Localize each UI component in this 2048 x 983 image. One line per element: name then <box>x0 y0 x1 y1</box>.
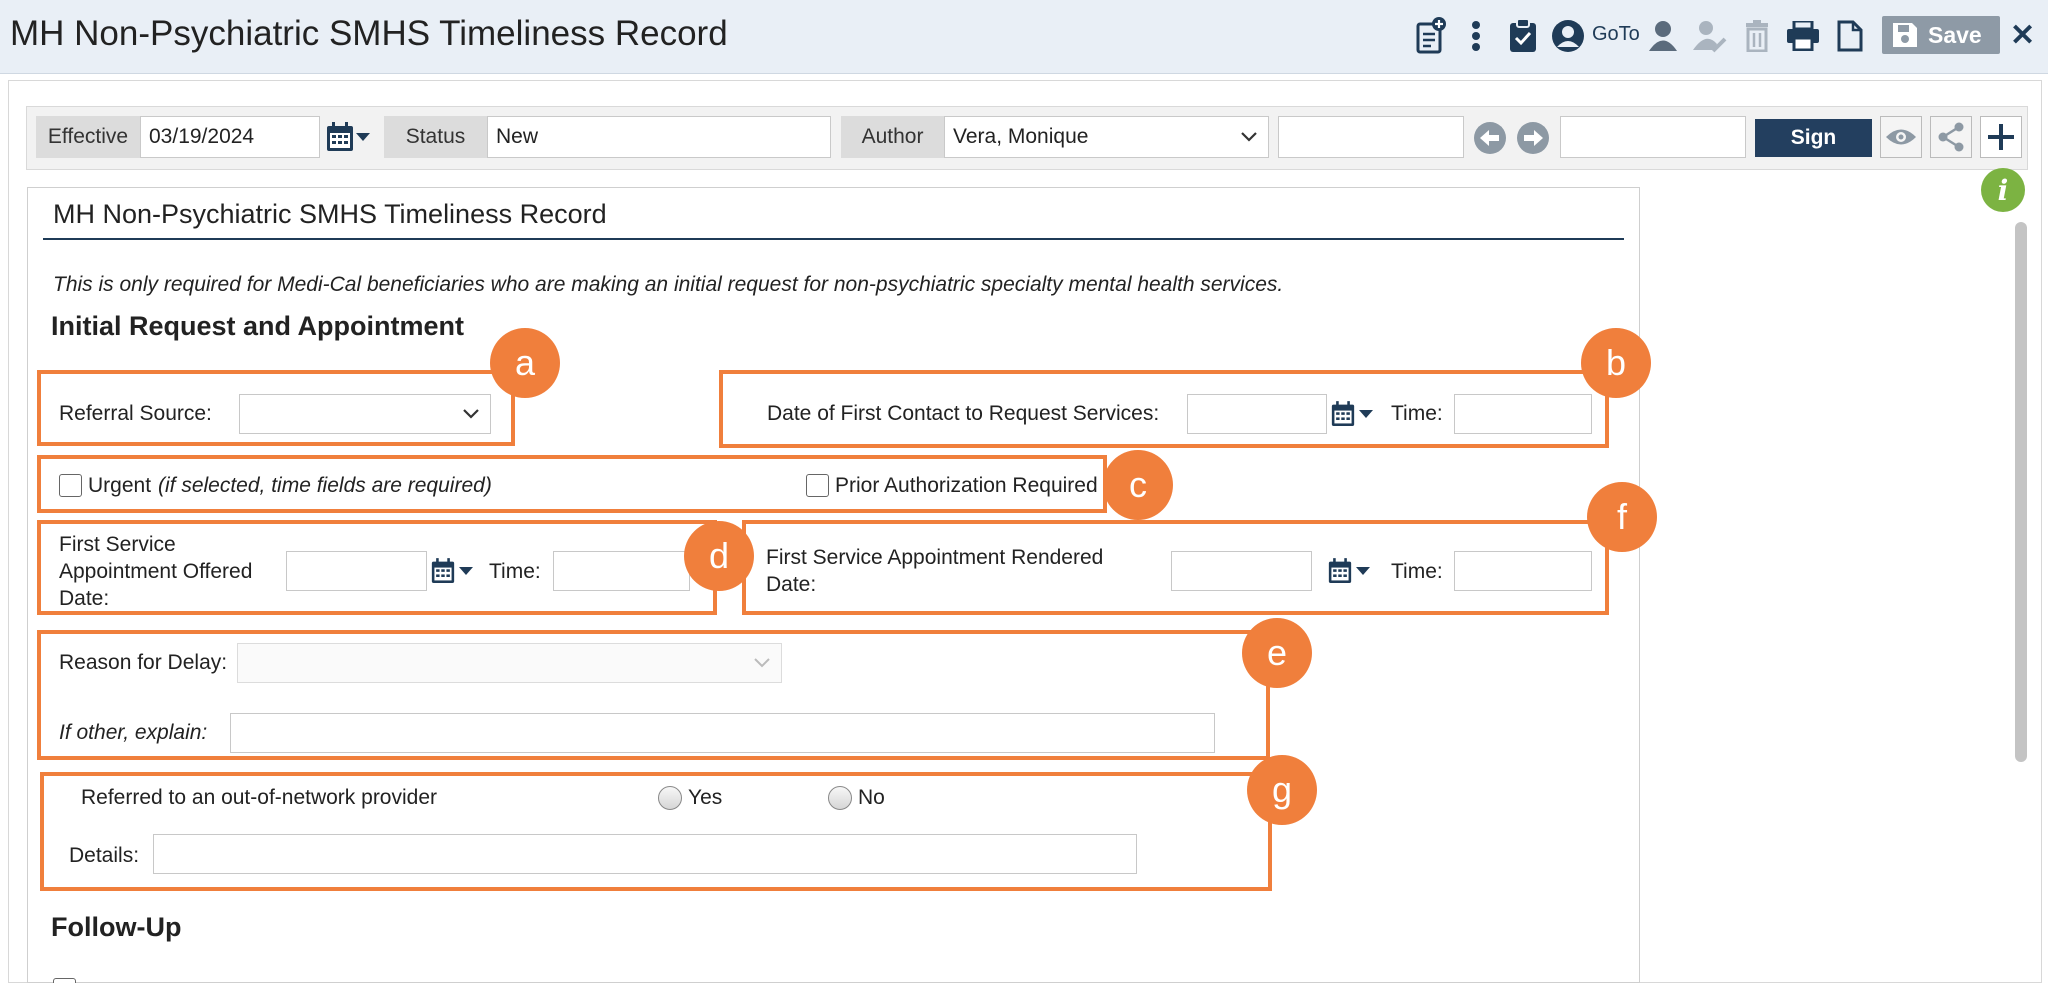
offered-calendar-dropdown[interactable] <box>431 557 479 585</box>
calendar-icon <box>431 558 455 583</box>
annotation-marker-c: c <box>1103 450 1173 520</box>
toolbar-blank-field-1[interactable] <box>1278 116 1464 158</box>
first-contact-time-input[interactable] <box>1454 394 1592 434</box>
form-title: MH Non-Psychiatric SMHS Timeliness Recor… <box>53 199 607 229</box>
annotation-marker-e: e <box>1242 618 1312 688</box>
rendered-time-label: Time: <box>1391 560 1443 583</box>
urgent-note: (if selected, time fields are required) <box>158 474 492 497</box>
out-of-network-yes-label: Yes <box>688 786 723 809</box>
details-label: Details: <box>69 844 140 867</box>
out-of-network-no-label: No <box>858 786 885 809</box>
intro-text: This is only required for Medi-Cal benef… <box>53 273 1284 296</box>
title-bar <box>0 0 2048 74</box>
rendered-time-input[interactable] <box>1454 551 1592 591</box>
urgent-label: Urgent <box>88 474 152 497</box>
annotation-marker-g: g <box>1247 755 1317 825</box>
offered-date-input[interactable] <box>286 551 427 591</box>
annotation-box-a <box>37 370 515 446</box>
person-icon[interactable] <box>1645 14 1681 58</box>
referral-source-select[interactable] <box>239 394 491 434</box>
calendar-icon <box>1331 401 1355 426</box>
effective-label: Effective <box>36 116 140 158</box>
trash-icon <box>1739 14 1775 58</box>
calendar-icon <box>327 122 353 151</box>
effective-date-input[interactable]: 03/19/2024 <box>140 116 320 158</box>
annotation-marker-a: a <box>490 328 560 398</box>
status-label: Status <box>384 116 487 158</box>
first-contact-time-label: Time: <box>1391 402 1443 425</box>
if-other-input[interactable] <box>230 713 1215 753</box>
offered-date-label: First Service Appointment Offered Date: <box>59 533 253 610</box>
first-contact-calendar-dropdown[interactable] <box>1331 400 1379 428</box>
chevron-down-icon <box>459 567 473 575</box>
rendered-calendar-dropdown[interactable] <box>1328 557 1376 585</box>
details-input[interactable] <box>153 834 1137 874</box>
goto-label[interactable]: GoTo <box>1592 23 1640 45</box>
save-label: Save <box>1928 21 1982 48</box>
arrow-left-icon[interactable] <box>1474 122 1506 154</box>
annotation-marker-d: d <box>684 521 754 591</box>
toolbar-blank-field-2[interactable] <box>1560 116 1746 158</box>
arrow-right-icon[interactable] <box>1517 122 1549 154</box>
reason-delay-select[interactable] <box>237 643 782 683</box>
first-contact-date-input[interactable] <box>1187 394 1327 434</box>
share-icon[interactable] <box>1930 116 1972 158</box>
kebab-menu-icon[interactable] <box>1458 14 1494 58</box>
referral-source-label: Referral Source: <box>59 402 212 425</box>
if-other-label: If other, explain: <box>59 721 208 744</box>
annotation-box-d <box>37 520 717 615</box>
author-label: Author <box>841 116 944 158</box>
prior-authorization-label: Prior Authorization Required <box>835 474 1098 497</box>
annotation-box-g <box>40 772 1272 891</box>
annotation-box-c <box>37 455 1107 513</box>
reason-delay-label: Reason for Delay: <box>59 651 228 674</box>
user-circle-icon[interactable] <box>1550 14 1586 58</box>
clipboard-check-icon[interactable] <box>1505 14 1541 58</box>
print-icon[interactable] <box>1785 14 1821 58</box>
status-field: New <box>487 116 831 158</box>
first-contact-label: Date of First Contact to Request Service… <box>767 402 1160 425</box>
save-disk-icon <box>1893 23 1917 47</box>
offered-time-input[interactable] <box>553 551 690 591</box>
plus-icon[interactable] <box>1980 116 2022 158</box>
annotation-box-e <box>37 630 1270 760</box>
window-title: MH Non-Psychiatric SMHS Timeliness Recor… <box>10 14 728 53</box>
calendar-icon <box>1328 558 1352 583</box>
annotation-box-f <box>742 520 1609 615</box>
person-edit-icon <box>1692 14 1728 58</box>
close-icon[interactable]: ✕ <box>2010 19 2036 52</box>
section-heading-followup: Follow-Up <box>51 912 182 942</box>
calendar-dropdown[interactable] <box>326 120 376 154</box>
add-note-icon[interactable] <box>1413 14 1449 58</box>
sign-button[interactable]: Sign <box>1755 119 1872 157</box>
save-button[interactable]: Save <box>1882 16 2000 54</box>
vertical-scrollbar[interactable] <box>2015 222 2027 762</box>
chevron-down-icon <box>1356 567 1370 575</box>
chevron-down-icon <box>463 409 479 419</box>
section-heading-initial: Initial Request and Appointment <box>51 311 465 341</box>
author-value: Vera, Monique <box>953 125 1089 148</box>
form-title-divider <box>43 238 1624 240</box>
rendered-date-label: First Service Appointment Rendered Date: <box>766 546 1104 596</box>
chevron-down-icon <box>754 658 770 668</box>
annotation-box-b <box>719 370 1609 448</box>
out-of-network-label: Referred to an out-of-network provider <box>81 786 438 809</box>
annotation-marker-b: b <box>1581 328 1651 398</box>
followup-checkbox[interactable] <box>53 978 76 983</box>
out-of-network-yes-radio[interactable] <box>658 786 682 810</box>
chevron-down-icon <box>356 133 370 141</box>
out-of-network-no-radio[interactable] <box>828 786 852 810</box>
urgent-checkbox[interactable] <box>59 474 82 497</box>
offered-time-label: Time: <box>489 560 541 583</box>
chevron-down-icon <box>1359 410 1373 418</box>
chevron-down-icon <box>1241 132 1257 142</box>
annotation-marker-f: f <box>1587 482 1657 552</box>
rendered-date-input[interactable] <box>1171 551 1312 591</box>
info-icon[interactable]: i <box>1981 168 2025 212</box>
document-icon[interactable] <box>1832 14 1868 58</box>
eye-icon[interactable] <box>1880 116 1922 158</box>
author-select[interactable]: Vera, Monique <box>944 116 1269 158</box>
prior-authorization-checkbox[interactable] <box>806 474 829 497</box>
